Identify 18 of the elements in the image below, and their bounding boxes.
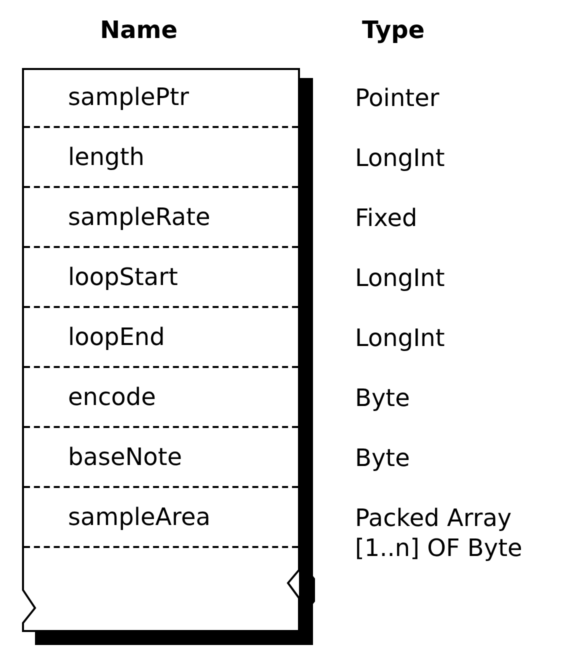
column-header: Name <box>100 15 178 46</box>
field-type: LongInt <box>355 323 446 353</box>
field-name: sampleArea <box>68 502 210 532</box>
field-name: samplePtr <box>68 82 190 112</box>
column-header: Type <box>362 15 425 46</box>
field-type: Pointer <box>355 83 440 113</box>
field-name: encode <box>68 382 156 412</box>
field-name: loopEnd <box>68 322 165 352</box>
field-type: LongInt <box>355 263 446 293</box>
field-name: baseNote <box>68 442 182 472</box>
field-name: length <box>68 142 144 172</box>
field-type: Fixed <box>355 203 418 233</box>
field-name: loopStart <box>68 262 178 292</box>
field-type: Byte <box>355 383 411 413</box>
field-type: Byte <box>355 443 411 473</box>
field-name: sampleRate <box>68 202 210 232</box>
field-type: Packed Array [1..n] OF Byte <box>355 503 524 563</box>
field-type: LongInt <box>355 143 446 173</box>
